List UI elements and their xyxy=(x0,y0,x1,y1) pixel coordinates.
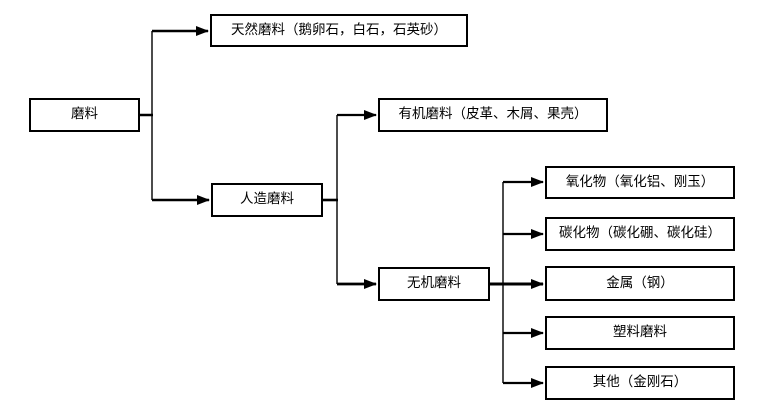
node-artificial-abrasive-label: 人造磨料 xyxy=(240,191,294,208)
node-organic-abrasive-label: 有机磨料（皮革、木屑、果壳） xyxy=(398,106,588,123)
node-other: 其他（金刚石） xyxy=(545,366,735,400)
node-plastic-abrasive: 塑料磨料 xyxy=(545,316,735,350)
node-carbide: 碳化物（碳化硼、碳化硅） xyxy=(545,217,735,251)
node-plastic-abrasive-label: 塑料磨料 xyxy=(613,324,667,341)
node-artificial-abrasive: 人造磨料 xyxy=(211,183,323,217)
node-oxide-label: 氧化物（氧化铝、刚玉） xyxy=(565,173,715,190)
node-natural-abrasive: 天然磨料（鹅卵石，白石，石英砂） xyxy=(210,14,468,47)
node-oxide: 氧化物（氧化铝、刚玉） xyxy=(545,166,735,199)
node-natural-abrasive-label: 天然磨料（鹅卵石，白石，石英砂） xyxy=(231,21,447,38)
node-inorganic-abrasive: 无机磨料 xyxy=(378,267,490,301)
node-carbide-label: 碳化物（碳化硼、碳化硅） xyxy=(559,225,721,242)
node-inorganic-abrasive-label: 无机磨料 xyxy=(407,275,461,292)
node-metal: 金属（钢） xyxy=(545,266,735,301)
node-abrasive: 磨料 xyxy=(29,98,140,132)
node-other-label: 其他（金刚石） xyxy=(592,374,688,391)
node-organic-abrasive: 有机磨料（皮革、木屑、果壳） xyxy=(378,98,608,132)
node-metal-label: 金属（钢） xyxy=(606,274,674,291)
node-abrasive-label: 磨料 xyxy=(71,106,98,123)
